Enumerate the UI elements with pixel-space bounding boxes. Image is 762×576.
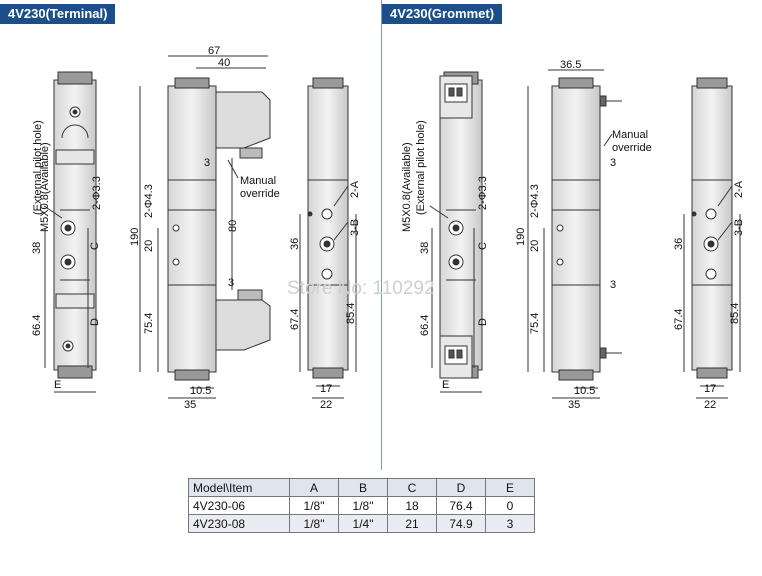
terminal-pilot-hole-label: (External pilot hole): [32, 120, 44, 215]
grommet-label-2-a: 2-A: [733, 180, 745, 198]
spec-header-e: E: [485, 478, 535, 497]
grommet-three-bottom: 3: [610, 279, 616, 291]
grommet-dim-75-4: 75.4: [529, 313, 541, 334]
header-grommet: 4V230(Grommet): [382, 4, 503, 24]
grommet-dim-190: 190: [515, 228, 527, 246]
terminal-dim-10-5: 10.5: [190, 385, 211, 397]
header-terminal: 4V230(Terminal): [0, 4, 116, 24]
grommet-dim-36: 36: [673, 238, 685, 250]
grommet-override-line2: override: [612, 142, 652, 154]
terminal-three-bottom: 3: [228, 277, 234, 289]
grommet-label-3-b: 3-B: [733, 219, 745, 236]
terminal-dim-38: 38: [31, 242, 43, 254]
spec-header-a: A: [289, 478, 339, 497]
grommet-letter-d: D: [477, 318, 489, 326]
grommet-three-top: 3: [610, 157, 616, 169]
terminal-dim-66-4: 66.4: [31, 315, 43, 336]
terminal-side-view: [139, 55, 271, 399]
terminal-dim-20: 20: [143, 240, 155, 252]
spec-table: Model\Item A B C D E 4V230-06 1/8" 1/8" …: [188, 478, 535, 533]
table-cell: 1/8": [289, 514, 339, 533]
spec-header-d: D: [436, 478, 486, 497]
terminal-m5-label: M5X0.8(Available): [39, 142, 51, 232]
terminal-dim-67-4: 67.4: [289, 309, 301, 330]
grommet-m5-label: M5X0.8(Available): [401, 142, 413, 232]
terminal-dim-22: 22: [320, 399, 332, 411]
table-cell: 1/8": [338, 496, 388, 515]
terminal-three-top: 3: [204, 157, 210, 169]
terminal-letter-c: C: [89, 242, 101, 250]
terminal-front-view: [43, 71, 97, 393]
grommet-side-view: [527, 69, 622, 399]
table-cell: 21: [387, 514, 437, 533]
table-row: 4V230-08 1/8" 1/4" 21 74.9 3: [188, 514, 535, 533]
store-watermark: Store No: 110292: [287, 278, 435, 299]
terminal-dim-75-4: 75.4: [143, 313, 155, 334]
terminal-dim-2-phi-4-3: 2-Φ4.3: [143, 184, 155, 218]
grommet-letter-e: E: [442, 379, 449, 391]
grommet-dim-2-phi-4-3: 2-Φ4.3: [529, 184, 541, 218]
terminal-dim-36: 36: [289, 238, 301, 250]
table-cell: 18: [387, 496, 437, 515]
terminal-dim-190: 190: [129, 228, 141, 246]
grommet-override-line1: Manual: [612, 129, 648, 141]
spec-header-model: Model\Item: [188, 478, 290, 497]
terminal-override-line1: Manual: [240, 175, 276, 187]
terminal-dim-40: 40: [218, 57, 230, 69]
grommet-letter-c: C: [477, 242, 489, 250]
grommet-dim-20: 20: [529, 240, 541, 252]
spec-header-b: B: [338, 478, 388, 497]
terminal-override-line2: override: [240, 188, 280, 200]
terminal-dim-35: 35: [184, 399, 196, 411]
grommet-hole-label: 2-Φ3.3: [477, 176, 489, 210]
grommet-end-view: [683, 77, 741, 399]
table-cell: 1/4": [338, 514, 388, 533]
terminal-label-2-a: 2-A: [349, 180, 361, 198]
table-cell: 1/8": [289, 496, 339, 515]
grommet-dim-66-4: 66.4: [419, 315, 431, 336]
terminal-dim-85-4: 85.4: [345, 303, 357, 324]
grommet-front-view: [429, 71, 483, 393]
terminal-dim-80: 80: [227, 220, 239, 232]
terminal-dim-17: 17: [320, 383, 332, 395]
grommet-pilot-hole-label: (External pilot hole): [415, 120, 427, 215]
table-cell: 3: [485, 514, 535, 533]
table-cell: 76.4: [436, 496, 486, 515]
terminal-dim-67: 67: [208, 45, 220, 57]
grommet-dim-38: 38: [419, 242, 431, 254]
terminal-letter-e: E: [54, 379, 61, 391]
grommet-dim-67-4: 67.4: [673, 309, 685, 330]
table-cell: 74.9: [436, 514, 486, 533]
table-cell: 0: [485, 496, 535, 515]
table-row: 4V230-06 1/8" 1/8" 18 76.4 0: [188, 496, 535, 515]
grommet-dim-85-4: 85.4: [729, 303, 741, 324]
terminal-end-view: [299, 77, 357, 399]
terminal-letter-d: D: [89, 318, 101, 326]
spec-table-header-row: Model\Item A B C D E: [188, 478, 535, 497]
table-cell: 4V230-06: [188, 496, 290, 515]
terminal-hole-label: 2-Φ3.3: [91, 176, 103, 210]
table-cell: 4V230-08: [188, 514, 290, 533]
terminal-label-3-b: 3-B: [349, 219, 361, 236]
grommet-dim-22: 22: [704, 399, 716, 411]
grommet-dim-36-5: 36.5: [560, 59, 581, 71]
spec-header-c: C: [387, 478, 437, 497]
section-divider: [381, 0, 382, 470]
grommet-dim-35: 35: [568, 399, 580, 411]
grommet-dim-10-5: 10.5: [574, 385, 595, 397]
grommet-dim-17: 17: [704, 383, 716, 395]
